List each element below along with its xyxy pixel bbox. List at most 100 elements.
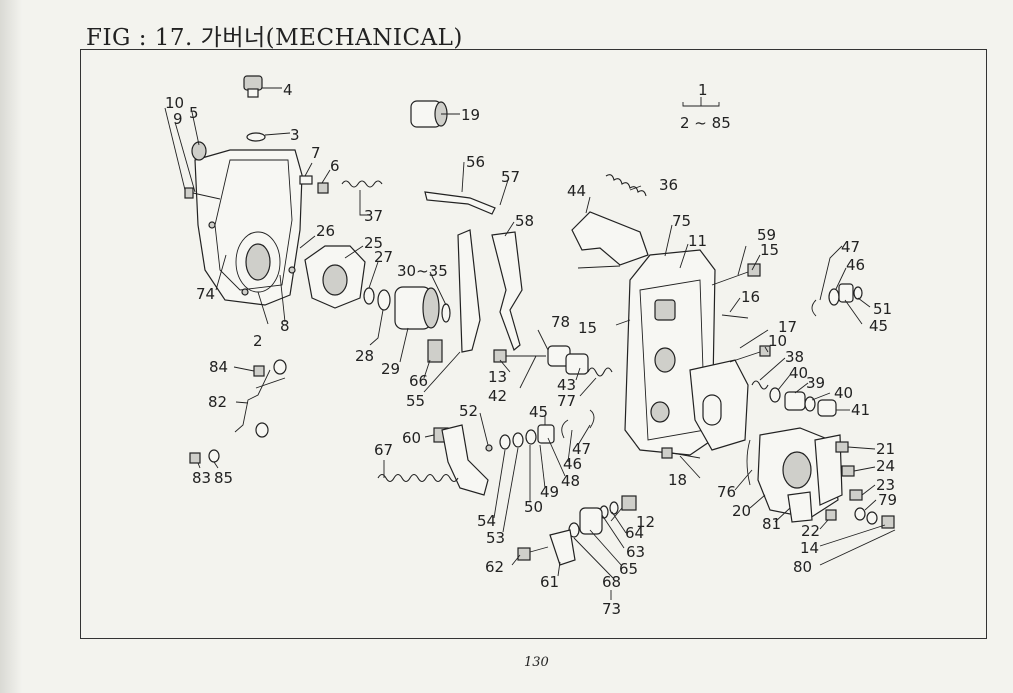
label-5: 5 [189, 104, 199, 122]
part-plunger-group [568, 495, 637, 538]
part-speed-lever [433, 424, 489, 496]
label-29: 29 [381, 360, 400, 378]
label-3: 3 [290, 126, 300, 144]
label-40: 40 [789, 364, 808, 382]
part-right-cap-set [811, 283, 863, 317]
part-washer-row [485, 409, 595, 452]
label-41: 41 [851, 401, 870, 419]
page-edge-shadow [0, 0, 22, 693]
leader-lines [164, 87, 896, 600]
part-adjusting-bolt [493, 349, 546, 363]
label-75: 75 [672, 212, 691, 230]
part-shim [441, 303, 451, 323]
label-44: 44 [567, 182, 586, 200]
label-6: 6 [330, 157, 340, 175]
part-bolt-18 [661, 447, 701, 459]
label-42: 42 [488, 387, 507, 405]
part-long-spring [377, 473, 459, 483]
label-53: 53 [486, 529, 505, 547]
label-47: 47 [841, 238, 860, 256]
label-80: 80 [793, 558, 812, 576]
label-68: 68 [602, 573, 621, 591]
label-37: 37 [364, 207, 383, 225]
label-10b: 10 [768, 332, 787, 350]
label-76: 76 [717, 483, 736, 501]
label-39: 39 [806, 374, 825, 392]
part-adjust-screw-set [751, 380, 837, 417]
label-61: 61 [540, 573, 559, 591]
label-78: 78 [551, 313, 570, 331]
label-49: 49 [540, 483, 559, 501]
label-57: 57 [501, 168, 520, 186]
label-22: 22 [801, 522, 820, 540]
part-washer [377, 289, 391, 311]
label-assembly-range: 2 ~ 85 [680, 114, 731, 132]
label-17: 17 [778, 318, 797, 336]
label-56: 56 [466, 153, 485, 171]
label-1: 1 [698, 81, 708, 99]
label-9: 9 [173, 110, 183, 128]
part-cap [191, 141, 207, 161]
label-83: 83 [192, 469, 211, 487]
part-ring [363, 287, 375, 305]
part-sleeve [394, 286, 440, 330]
label-65: 65 [619, 560, 638, 578]
label-2: 2 [253, 332, 263, 350]
label-82: 82 [208, 393, 227, 411]
label-59: 59 [757, 226, 776, 244]
label-30-35: 30~35 [397, 262, 448, 280]
part-governor-cover [624, 249, 749, 456]
label-14: 14 [800, 539, 819, 557]
label-58: 58 [515, 212, 534, 230]
part-link [549, 529, 576, 566]
label-77: 77 [557, 392, 576, 410]
label-84: 84 [209, 358, 228, 376]
label-36: 36 [659, 176, 678, 194]
label-73: 73 [602, 600, 621, 618]
part-governor-lever [427, 229, 481, 363]
label-27: 27 [374, 248, 393, 266]
label-81: 81 [762, 515, 781, 533]
label-4: 4 [283, 81, 293, 99]
part-bushing [410, 100, 448, 128]
label-47b: 47 [572, 440, 591, 458]
label-48: 48 [561, 472, 580, 490]
part-flyweight-holder [304, 245, 366, 309]
label-85: 85 [214, 469, 233, 487]
label-62: 62 [485, 558, 504, 576]
part-plate-and-nuts [787, 491, 895, 529]
label-25: 25 [364, 234, 383, 252]
part-link-plate [424, 191, 496, 215]
label-19: 19 [461, 106, 480, 124]
part-pin [711, 263, 761, 286]
part-bolt [184, 187, 221, 200]
part-screw [721, 314, 749, 319]
part-link-rod [189, 359, 287, 464]
label-64: 64 [625, 524, 644, 542]
label-18: 18 [668, 471, 687, 489]
label-45b: 45 [529, 403, 548, 421]
label-40b: 40 [834, 384, 853, 402]
part-o-ring [246, 132, 266, 142]
part-control-lever [491, 231, 523, 352]
label-15b: 15 [578, 319, 597, 337]
label-28: 28 [355, 347, 374, 365]
label-50: 50 [524, 498, 543, 516]
label-66: 66 [409, 372, 428, 390]
label-74: 74 [196, 285, 215, 303]
label-38: 38 [785, 348, 804, 366]
label-46b: 46 [563, 455, 582, 473]
part-governor-housing [194, 149, 303, 306]
label-12: 12 [636, 513, 655, 531]
label-46: 46 [846, 256, 865, 274]
label-63: 63 [626, 543, 645, 561]
part-small-screws [299, 175, 329, 194]
part-bolt-62 [517, 546, 549, 561]
label-45: 45 [869, 317, 888, 335]
label-20: 20 [732, 502, 751, 520]
label-24: 24 [876, 457, 895, 475]
label-67: 67 [374, 441, 393, 459]
label-10: 10 [165, 94, 184, 112]
label-51: 51 [873, 300, 892, 318]
label-11: 11 [688, 232, 707, 250]
